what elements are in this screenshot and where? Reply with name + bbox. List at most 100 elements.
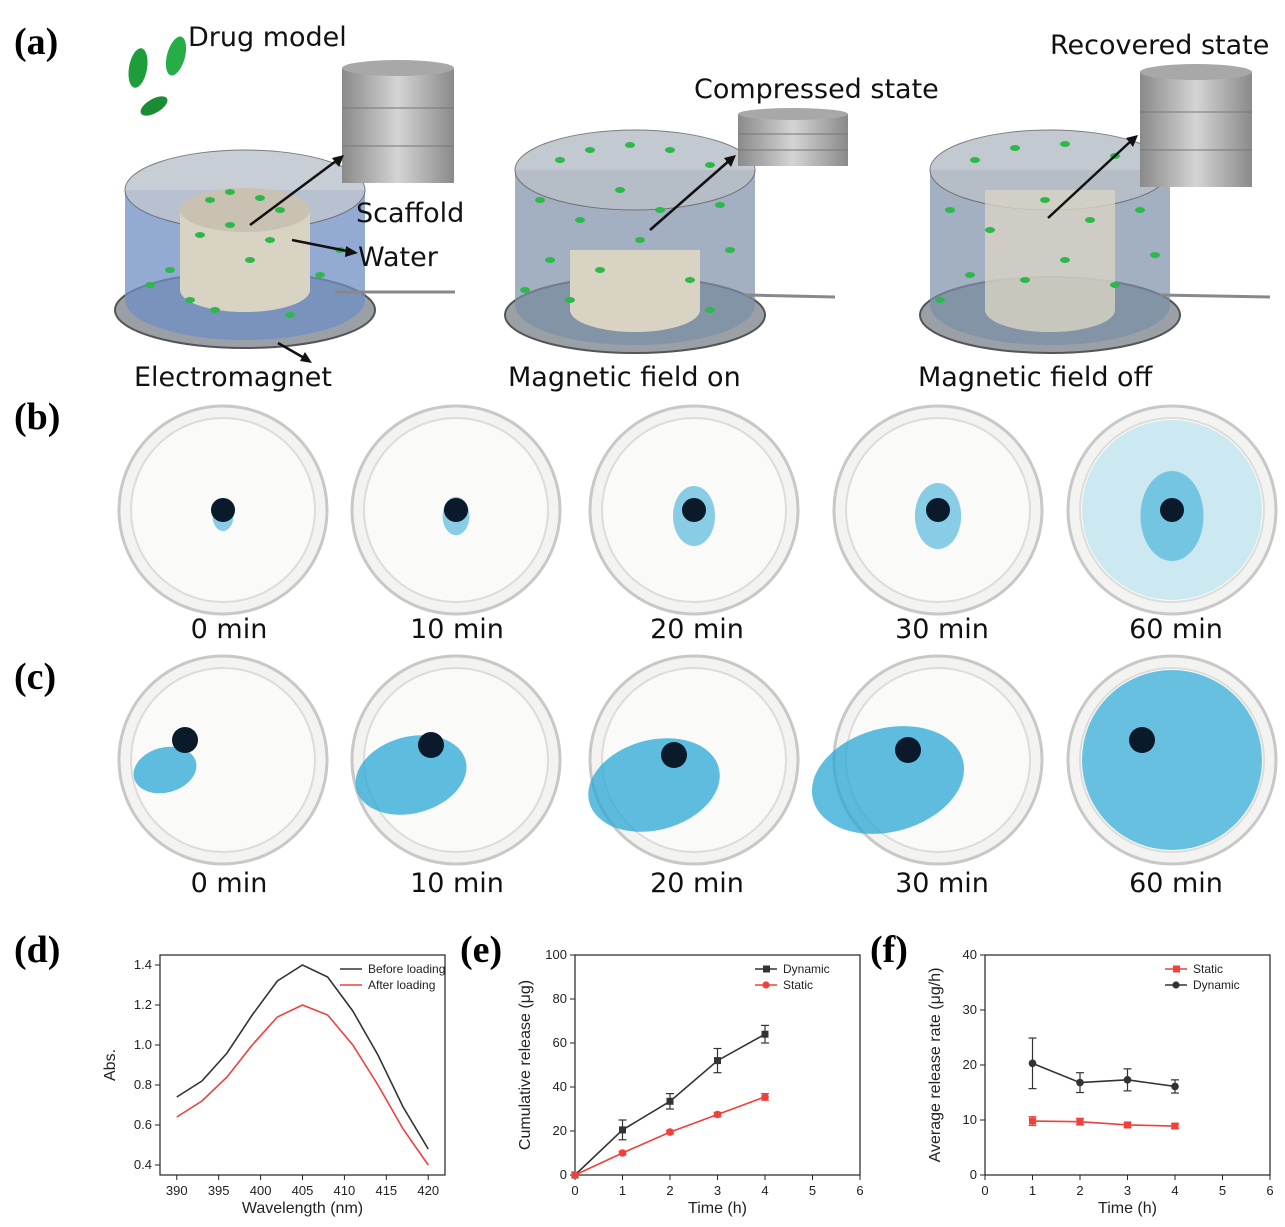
y-tick-label: 0.6 bbox=[134, 1117, 152, 1132]
data-point bbox=[1029, 1117, 1036, 1125]
y-tick-label: 40 bbox=[963, 947, 977, 962]
x-tick-label: 420 bbox=[417, 1183, 439, 1198]
data-point bbox=[1171, 1082, 1179, 1091]
y-tick-label: 0.4 bbox=[134, 1157, 152, 1172]
scaffold-label: Scaffold bbox=[356, 198, 465, 229]
petri-dish-c-0 bbox=[117, 654, 329, 866]
y-tick-label: 60 bbox=[553, 1035, 567, 1050]
panel-e-letter: (e) bbox=[460, 929, 503, 971]
x-axis-title: Wavelength (nm) bbox=[242, 1200, 363, 1217]
caption-c-2: 20 min bbox=[650, 868, 744, 899]
scaffold-cylinder-icon bbox=[342, 60, 454, 183]
data-point bbox=[619, 1126, 626, 1134]
data-point bbox=[714, 1057, 721, 1065]
y-tick-label: 20 bbox=[553, 1123, 567, 1138]
caption-c-3: 30 min bbox=[895, 868, 989, 899]
x-tick-label: 3 bbox=[1124, 1183, 1131, 1198]
drug-model-label: Drug model bbox=[188, 22, 347, 53]
caption-c-0: 0 min bbox=[190, 868, 268, 899]
petri-dish-b-2 bbox=[588, 404, 800, 616]
data-point bbox=[761, 1093, 769, 1101]
panel-b-letter: (b) bbox=[14, 396, 61, 438]
x-tick-label: 410 bbox=[334, 1183, 356, 1198]
caption-b-3: 30 min bbox=[895, 614, 989, 645]
device-recovered bbox=[919, 129, 1271, 354]
caption-b-2: 20 min bbox=[650, 614, 744, 645]
legend-label: Static bbox=[783, 978, 813, 992]
y-tick-label: 0 bbox=[560, 1167, 567, 1182]
data-point bbox=[618, 1149, 627, 1157]
data-point bbox=[571, 1171, 579, 1179]
x-tick-label: 1 bbox=[619, 1183, 626, 1198]
y-tick-label: 0.8 bbox=[134, 1077, 152, 1092]
x-tick-label: 390 bbox=[166, 1183, 188, 1198]
y-tick-label: 1.4 bbox=[134, 957, 152, 972]
x-axis-title: Time (h) bbox=[688, 1200, 747, 1217]
legend-label: Static bbox=[1193, 962, 1223, 976]
dye-spread bbox=[811, 726, 965, 834]
petri-dish-b-3 bbox=[832, 404, 1044, 616]
x-tick-label: 0 bbox=[981, 1183, 988, 1198]
caption-b-1: 10 min bbox=[410, 614, 504, 645]
x-tick-label: 6 bbox=[856, 1183, 863, 1198]
x-tick-label: 1 bbox=[1029, 1183, 1036, 1198]
magnet-dot bbox=[172, 727, 198, 753]
petri-dish-b-1 bbox=[350, 404, 562, 616]
legend-label: Dynamic bbox=[1193, 978, 1240, 992]
petri-dish-b-4 bbox=[1066, 404, 1278, 616]
y-tick-label: 1.0 bbox=[134, 1037, 152, 1052]
series-line-1 bbox=[1032, 1062, 1176, 1088]
caption-b-0: 0 min bbox=[190, 614, 268, 645]
x-tick-label: 5 bbox=[1219, 1183, 1226, 1198]
petri-dish-c-2 bbox=[588, 654, 800, 866]
arrow-electromagnet bbox=[277, 341, 312, 363]
drug-model-icon bbox=[128, 36, 187, 116]
y-tick-label: 40 bbox=[553, 1079, 567, 1094]
data-point bbox=[1028, 1059, 1037, 1068]
data-point bbox=[1076, 1118, 1084, 1126]
dye-spread bbox=[1082, 670, 1262, 850]
y-tick-label: 100 bbox=[545, 947, 567, 962]
arrow-scaffold bbox=[249, 155, 344, 227]
dish-inner bbox=[130, 667, 316, 853]
legend-marker bbox=[763, 965, 770, 973]
data-point bbox=[713, 1110, 722, 1119]
legend-label: Before loading bbox=[368, 962, 445, 976]
arrow-compressed bbox=[649, 155, 736, 231]
device-initial bbox=[114, 149, 455, 349]
series-line-0 bbox=[1032, 1120, 1176, 1127]
magnetic-field-off-label: Magnetic field off bbox=[918, 362, 1153, 393]
magnet-dot bbox=[895, 737, 921, 763]
series-line-1 bbox=[176, 1004, 429, 1166]
magnet-dot bbox=[661, 742, 687, 768]
y-tick-label: 20 bbox=[963, 1057, 977, 1072]
data-point bbox=[1171, 1122, 1179, 1130]
arrow-water bbox=[291, 238, 358, 257]
x-tick-label: 400 bbox=[250, 1183, 272, 1198]
magnet-dot bbox=[1129, 727, 1155, 753]
dye-spread bbox=[133, 746, 197, 794]
magnet-dot bbox=[682, 498, 706, 522]
data-point bbox=[1123, 1076, 1132, 1084]
magnet-dot bbox=[926, 498, 950, 522]
data-point bbox=[666, 1097, 674, 1105]
legend-label: Dynamic bbox=[783, 962, 830, 976]
panel-c-letter: (c) bbox=[14, 656, 57, 698]
scaffold-compressed-icon bbox=[738, 108, 848, 166]
y-axis-title: Average release rate (μg/h) bbox=[927, 968, 944, 1163]
water-label: Water bbox=[358, 242, 438, 273]
data-point bbox=[666, 1128, 674, 1136]
dishes-row-c bbox=[117, 654, 1278, 866]
caption-c-4: 60 min bbox=[1129, 868, 1223, 899]
dye-spread bbox=[588, 738, 720, 832]
x-tick-label: 5 bbox=[809, 1183, 816, 1198]
y-axis-title: Cumulative release (μg) bbox=[517, 980, 534, 1150]
data-point bbox=[1124, 1121, 1131, 1129]
x-tick-label: 395 bbox=[208, 1183, 230, 1198]
y-axis-title: Abs. bbox=[102, 1049, 119, 1081]
series-line-0 bbox=[176, 964, 429, 1150]
y-tick-label: 30 bbox=[963, 1002, 977, 1017]
arrow-recovered bbox=[1047, 135, 1138, 219]
